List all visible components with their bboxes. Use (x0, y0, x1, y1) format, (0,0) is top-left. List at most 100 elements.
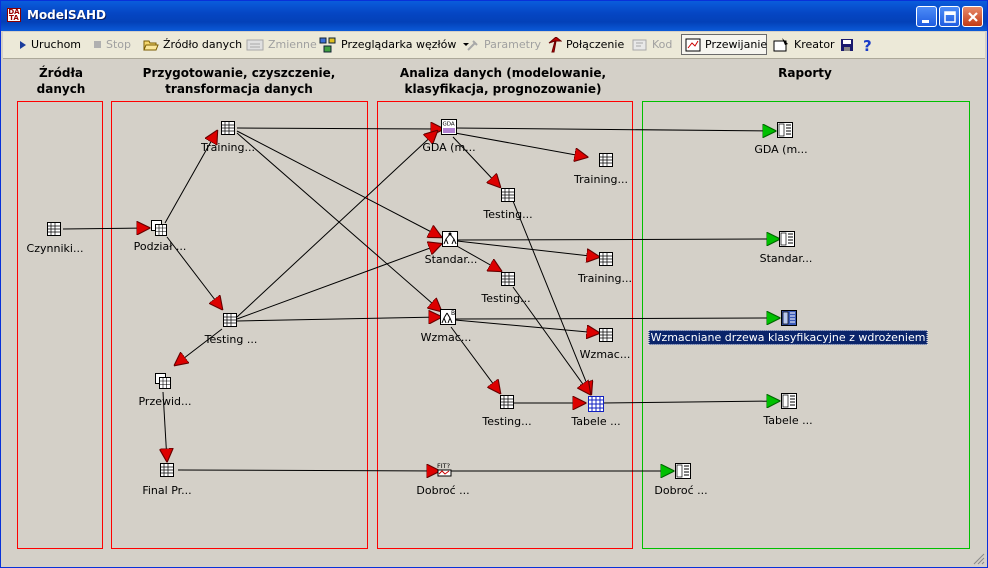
connection-edges (62, 59, 985, 564)
fit-model-icon[interactable]: FIT? (437, 462, 453, 478)
node-label: Podział ... (133, 240, 187, 253)
connection-arrow-icon (548, 36, 562, 52)
close-icon (968, 12, 978, 22)
variables-icon (246, 39, 264, 50)
node-browser-icon (319, 37, 336, 52)
node-label: Training... (201, 141, 255, 154)
report-node-icon[interactable] (675, 463, 691, 479)
node-label: Dobroć ... (416, 484, 470, 497)
node-label: Standar... (759, 252, 813, 265)
split-node-icon[interactable] (151, 220, 167, 236)
minimize-button[interactable] (916, 6, 937, 27)
spreadsheet-node-icon[interactable] (501, 272, 515, 286)
wizard-label: Kreator (794, 38, 835, 51)
variables-label: Zmienne (268, 38, 317, 51)
header-data-sources: Źródła danych (36, 66, 86, 96)
node-label: Wzmac... (579, 348, 631, 361)
lane-analysis (377, 101, 633, 549)
node-label: Tabele ... (763, 414, 813, 427)
scrolling-label: Przewijanie (705, 38, 768, 51)
window-title: ModelSAHD (27, 8, 106, 22)
stop-label: Stop (106, 38, 132, 51)
node-label: GDA (m... (754, 143, 808, 156)
spreadsheet-node-icon[interactable] (599, 153, 613, 167)
header-reports: Raporty (778, 66, 832, 80)
stop-icon (94, 41, 101, 48)
minimize-icon (922, 20, 929, 23)
lane-preparation (111, 101, 368, 549)
node-label: Testing ... (204, 333, 258, 346)
svg-text:FIT?: FIT? (437, 462, 450, 470)
connection-button[interactable]: Połączenie (548, 34, 624, 55)
play-icon (20, 40, 26, 49)
connection-label: Połączenie (566, 38, 625, 51)
chevron-down-icon (463, 42, 470, 46)
maximize-button[interactable] (939, 6, 960, 27)
scrolling-toggle[interactable]: Przewijanie (681, 34, 767, 55)
report-node-icon[interactable] (779, 231, 795, 247)
node-label: Standar... (424, 253, 478, 266)
spreadsheet-node-icon[interactable] (501, 188, 515, 202)
selected-node-label[interactable]: Wzmacniane drzewa klasyfikacyjne z wdroż… (648, 330, 928, 345)
cross-table-icon[interactable] (588, 396, 604, 412)
resize-grip-icon[interactable] (973, 553, 985, 565)
help-question-icon: ? (863, 37, 872, 53)
prediction-node-icon[interactable] (155, 373, 171, 389)
workspace-canvas[interactable]: Źródła danych Przygotowanie, czyszczenie… (5, 59, 985, 564)
parameters-button[interactable]: Parametry (466, 34, 541, 55)
variables-button[interactable]: Zmienne (246, 34, 317, 55)
node-label: Przewid... (138, 395, 192, 408)
spreadsheet-node-icon[interactable] (599, 252, 613, 266)
stop-button[interactable]: Stop (93, 34, 131, 55)
save-button[interactable] (840, 34, 858, 55)
node-label: Testing... (481, 292, 531, 305)
code-button[interactable]: Kod (632, 34, 672, 55)
boosted-tree-icon[interactable]: B (440, 309, 456, 325)
spreadsheet-node-icon[interactable] (47, 222, 61, 236)
scroll-view-icon (685, 38, 701, 51)
code-label: Kod (652, 38, 673, 51)
node-label: Testing... (483, 208, 533, 221)
help-button[interactable]: ? (862, 34, 878, 55)
data-source-label: Źródło danych (163, 38, 243, 51)
node-browser-label: Przeglądarka węzłów (341, 38, 457, 51)
header-preparation: Przygotowanie, czyszczenie, transformacj… (142, 66, 336, 96)
report-node-icon[interactable] (781, 310, 797, 326)
spreadsheet-node-icon[interactable] (221, 121, 235, 135)
svg-text:GDA: GDA (443, 122, 455, 128)
code-icon (632, 39, 647, 50)
header-analysis: Analiza danych (modelowanie, klasyfikacj… (399, 66, 607, 96)
gda-model-icon[interactable]: GDA (441, 119, 457, 135)
node-label: Final Pr... (142, 484, 192, 497)
toolbar: Uruchom Stop Źródło danych Zmienne Przeg… (3, 32, 985, 59)
lane-reports (642, 101, 970, 549)
report-node-icon[interactable] (777, 122, 793, 138)
node-label: Testing... (482, 415, 532, 428)
svg-text:?: ? (863, 37, 872, 53)
spreadsheet-node-icon[interactable] (223, 313, 237, 327)
lane-data-sources (17, 101, 103, 549)
svg-text:B: B (451, 310, 455, 317)
close-button[interactable] (962, 6, 983, 27)
run-label: Uruchom (31, 38, 82, 51)
spreadsheet-node-icon[interactable] (599, 328, 613, 342)
spreadsheet-node-icon[interactable] (500, 395, 514, 409)
floppy-disk-icon (841, 38, 853, 51)
parameters-label: Parametry (484, 38, 541, 51)
node-label: Training... (574, 173, 628, 186)
node-label: Czynniki... (26, 242, 84, 255)
spreadsheet-node-icon[interactable] (160, 463, 174, 477)
wizard-button[interactable]: Kreator (772, 34, 835, 55)
node-label: Dobroć ... (654, 484, 708, 497)
tree-model-icon[interactable] (442, 231, 458, 247)
report-node-icon[interactable] (781, 393, 797, 409)
open-folder-icon (143, 40, 159, 50)
node-label: GDA (m... (422, 141, 476, 154)
node-label: Training... (578, 272, 632, 285)
node-browser-button[interactable]: Przeglądarka węzłów (319, 34, 475, 55)
run-button[interactable]: Uruchom (19, 34, 81, 55)
data-source-button[interactable]: Źródło danych (143, 34, 242, 55)
